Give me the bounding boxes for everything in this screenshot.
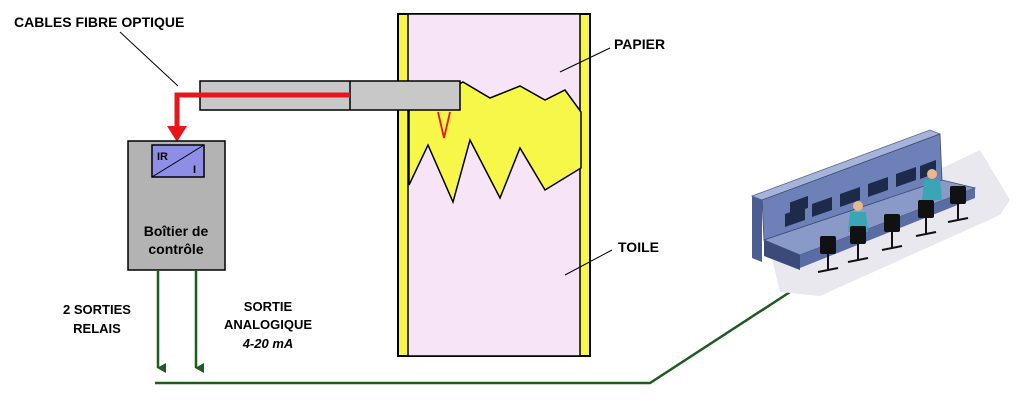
toile-label: TOILE <box>618 239 659 255</box>
cables-leader <box>119 31 179 87</box>
control-box-label-line2: contrôle <box>148 241 203 257</box>
paper-machine <box>397 13 613 357</box>
console-front <box>752 196 762 262</box>
control-room-link <box>155 290 791 385</box>
operator-2 <box>922 169 942 200</box>
analog-label-line2: ANALOGIQUE <box>224 317 312 332</box>
papier-leader <box>559 47 611 73</box>
control-box: IR I Boîtier de contrôle <box>127 140 226 271</box>
toile-leader <box>564 249 613 276</box>
sensor-ir-label: IR <box>157 151 168 163</box>
monitors <box>785 160 936 227</box>
fibre-arrow-head <box>167 126 187 142</box>
console-base <box>764 240 800 270</box>
signal-lines <box>155 270 791 385</box>
analog-label-line3: 4-20 mA <box>242 336 294 351</box>
sensor-diagonal <box>151 144 205 178</box>
control-box-label-line1: Boîtier de <box>144 223 209 239</box>
papier-label: PAPIER <box>614 36 665 52</box>
fibre-optic-cable <box>119 31 461 142</box>
monitor-icon <box>790 195 808 215</box>
relais-label-line2: RELAIS <box>73 321 121 336</box>
sensor-i-label: I <box>193 164 196 176</box>
relais-label-line1: 2 SORTIES <box>63 302 131 317</box>
detection-beam <box>437 111 451 139</box>
fibre-line <box>174 92 350 128</box>
chairs <box>817 186 969 273</box>
cables-label: CABLES FIBRE OPTIQUE <box>14 14 184 30</box>
control-room-illustration <box>750 129 1010 296</box>
analog-label-line1: SORTIE <box>244 299 293 314</box>
web-break-region <box>408 81 582 205</box>
